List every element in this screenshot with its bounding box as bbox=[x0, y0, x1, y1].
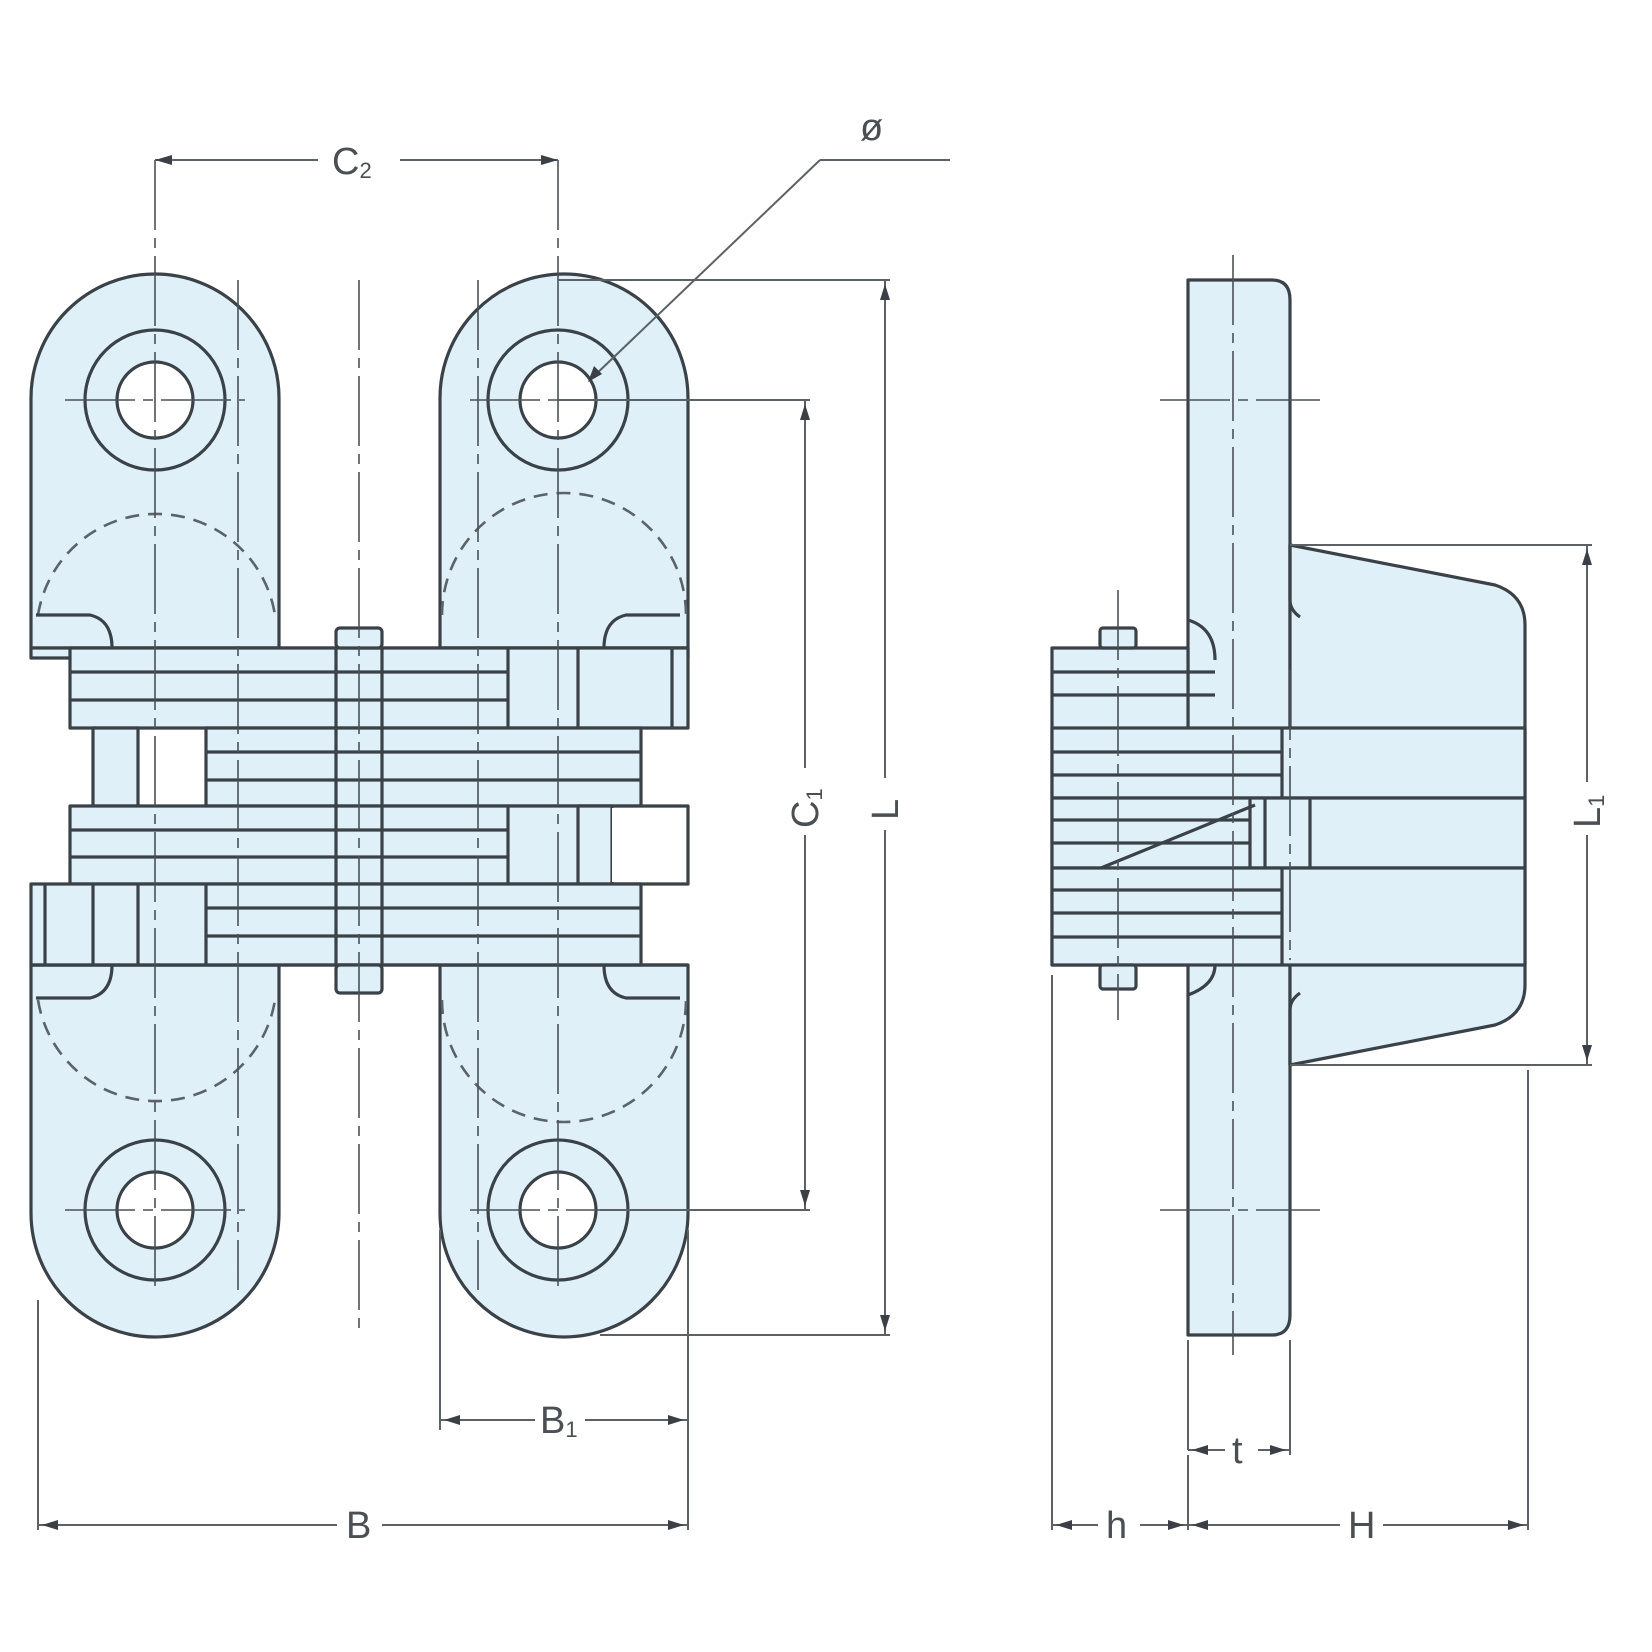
dim-label-H: H bbox=[1348, 1505, 1375, 1547]
side-view bbox=[1050, 255, 1527, 1355]
leaf-bottom-right bbox=[438, 963, 690, 1339]
dim-label-b1: B1 bbox=[540, 1400, 578, 1442]
dim-label-b: B bbox=[346, 1505, 371, 1547]
hidden-arc-top-right bbox=[440, 491, 688, 616]
leaf-top-right bbox=[438, 272, 690, 650]
dimension-labels: C2 ø C1 L B1 B L1 t h H bbox=[332, 107, 1609, 1547]
dim-label-c2: C2 bbox=[332, 141, 372, 183]
hidden-arc-bottom-left bbox=[36, 999, 277, 1103]
dimension-lines bbox=[37, 155, 1592, 1530]
dim-label-t: t bbox=[1232, 1430, 1243, 1472]
dim-label-l: L bbox=[865, 799, 907, 820]
dim-label-l1: L1 bbox=[1567, 795, 1609, 828]
dim-label-diameter: ø bbox=[860, 107, 883, 149]
hidden-arc-bottom-right bbox=[440, 999, 688, 1124]
dim-label-h: h bbox=[1106, 1505, 1127, 1547]
hidden-arc-top-left bbox=[36, 512, 277, 616]
front-view bbox=[29, 160, 690, 1339]
dim-label-c1: C1 bbox=[785, 788, 827, 828]
